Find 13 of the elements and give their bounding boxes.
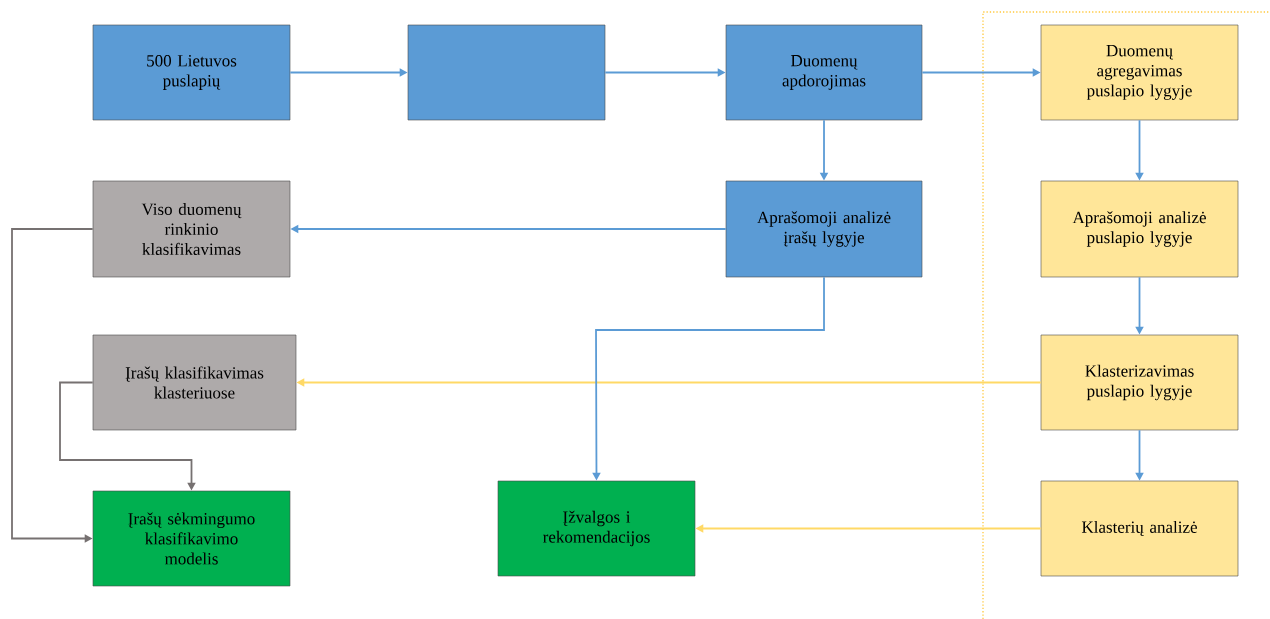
process-box: 500 Lietuvos puslapių [92, 24, 291, 121]
process-box: Įžvalgos i rekomendacijos [497, 480, 696, 577]
process-box: Duomenų apdorojimas [725, 24, 923, 121]
arrow [11, 228, 94, 543]
process-box: Duomenų agregavimas puslapio lygyje [1040, 24, 1239, 121]
process-box: Klasterių analizė [1040, 480, 1239, 577]
process-box: Įrašų klasifikavimas klasteriuose [92, 334, 297, 431]
process-box: Aprašomoji analizė įrašų lygyje [725, 180, 923, 278]
process-box: Klasterizavimas puslapio lygyje [1040, 334, 1239, 431]
process-box: Aprašomoji analizė puslapio lygyje [1040, 180, 1239, 278]
process-box [407, 24, 606, 121]
process-box: Įrašų sėkmingumo klasifikavimo modelis [92, 490, 291, 587]
process-box: Viso duomenų rinkinio klasifikavimas [92, 180, 291, 278]
